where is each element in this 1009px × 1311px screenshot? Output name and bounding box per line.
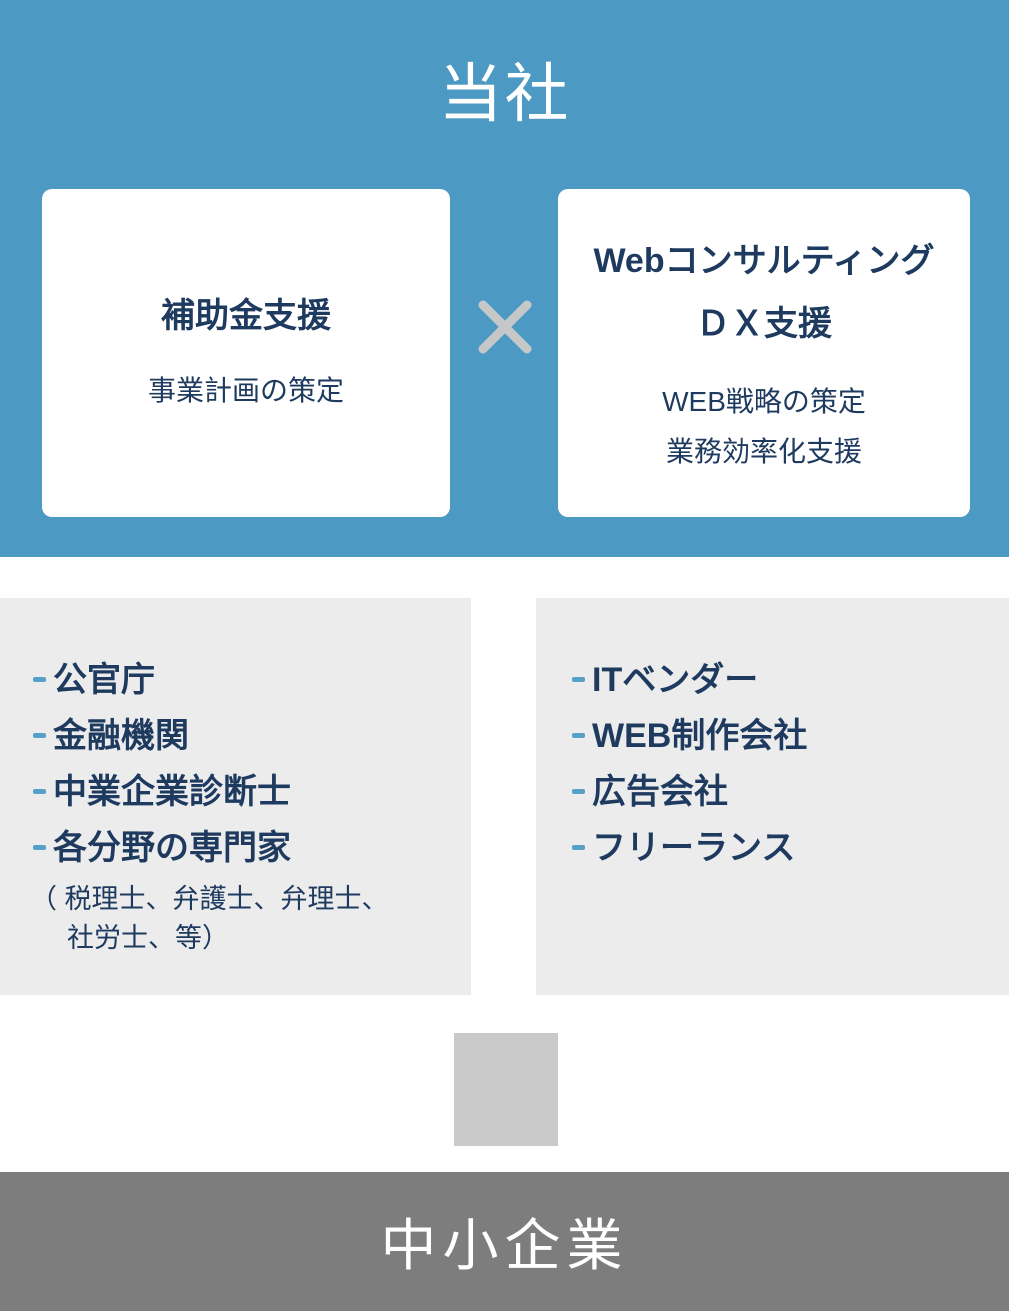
- multiply-icon: [478, 300, 532, 354]
- partner-label: WEB制作会社: [592, 716, 808, 755]
- experts-note: （ 税理士、弁護士、弁理士、 社労士、等）: [30, 880, 471, 958]
- partner-label: 金融機関: [53, 716, 189, 755]
- partner-label: 広告会社: [592, 772, 728, 811]
- company-title: 当社: [438, 58, 571, 130]
- partner-label: ITベンダー: [592, 660, 759, 699]
- web-partners-panel: ITベンダー WEB制作会社 広告会社 フリーランス: [536, 598, 1009, 995]
- connector-block: [454, 1033, 558, 1146]
- dash-bullet-icon: [33, 844, 46, 850]
- list-item: 中業企業診断士: [33, 760, 471, 816]
- dash-bullet-icon: [572, 788, 585, 794]
- list-item: 金融機関: [33, 704, 471, 760]
- web-consulting-card-title: Webコンサルティング ＤＸ支援: [593, 230, 934, 356]
- web-consulting-title-line2: ＤＸ支援: [696, 304, 832, 343]
- dash-bullet-icon: [33, 788, 46, 794]
- dash-bullet-icon: [33, 732, 46, 738]
- dash-bullet-icon: [33, 676, 46, 682]
- list-item: WEB制作会社: [572, 704, 1009, 760]
- web-consulting-subtitle-line2: 業務効率化支援: [665, 435, 862, 467]
- web-consulting-card-subtitle: WEB戦略の策定 業務効率化支援: [662, 377, 866, 477]
- list-item: ITベンダー: [572, 648, 1009, 704]
- partner-label: 各分野の専門家: [53, 828, 291, 867]
- web-consulting-card: Webコンサルティング ＤＸ支援 WEB戦略の策定 業務効率化支援: [558, 189, 970, 517]
- list-item: 各分野の専門家: [33, 816, 471, 872]
- dash-bullet-icon: [572, 732, 585, 738]
- dash-bullet-icon: [572, 844, 585, 850]
- experts-note-line2: 社労士、等）: [67, 923, 229, 953]
- web-consulting-subtitle-line1: WEB戦略の策定: [662, 385, 866, 417]
- partner-label: フリーランス: [592, 828, 796, 867]
- list-item: フリーランス: [572, 816, 1009, 872]
- web-consulting-title-line1: Webコンサルティング: [593, 241, 935, 280]
- list-item: 公官庁: [33, 648, 471, 704]
- public-partners-list: 公官庁 金融機関 中業企業診断士 各分野の専門家: [0, 598, 471, 872]
- subsidy-card-title: 補助金支援: [161, 296, 331, 335]
- company-header: 当社 補助金支援 事業計画の策定 Webコンサルティング ＤＸ支援 WEB戦略の…: [0, 0, 1009, 557]
- public-partners-panel: 公官庁 金融機関 中業企業診断士 各分野の専門家 （ 税理士、弁護士、弁理士、 …: [0, 598, 471, 995]
- dash-bullet-icon: [572, 676, 585, 682]
- web-partners-list: ITベンダー WEB制作会社 広告会社 フリーランス: [536, 598, 1009, 872]
- partner-label: 中業企業診断士: [53, 772, 291, 811]
- experts-note-line1: （ 税理士、弁護士、弁理士、: [30, 884, 389, 914]
- sme-footer-bar: 中小企業: [0, 1172, 1009, 1311]
- sme-title: 中小企業: [380, 1214, 629, 1277]
- subsidy-support-card: 補助金支援 事業計画の策定: [42, 189, 450, 517]
- partner-label: 公官庁: [53, 660, 155, 699]
- subsidy-card-subtitle: 事業計画の策定: [147, 374, 344, 406]
- list-item: 広告会社: [572, 760, 1009, 816]
